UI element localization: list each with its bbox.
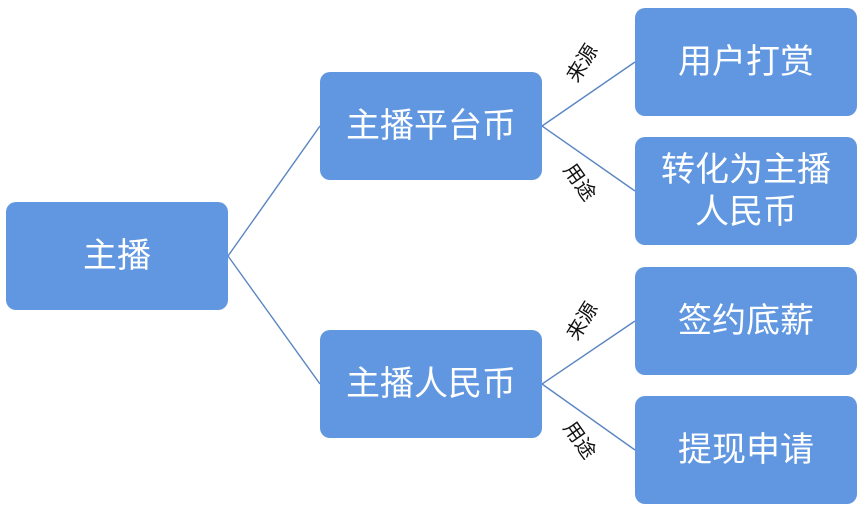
connector-platform-convert [541, 125, 636, 192]
connector-root-rmb [227, 255, 321, 385]
connector-rmb-withdraw [541, 383, 636, 451]
leaf-node-convert-to-rmb: 转化为主播人民币 [635, 137, 857, 245]
leaf-node-withdraw-request: 提现申请 [635, 396, 857, 504]
root-node-label: 主播 [83, 235, 151, 276]
connector-platform-tip [541, 61, 636, 127]
branch-node-label: 主播平台币 [346, 105, 516, 146]
connector-root-platform [227, 125, 321, 257]
leaf-node-user-tip: 用户打赏 [635, 8, 857, 116]
leaf-node-label: 用户打赏 [678, 41, 814, 82]
branch-node-platform-coin: 主播平台币 [320, 72, 542, 180]
leaf-node-label: 转化为主播人民币 [661, 149, 831, 233]
branch-node-label: 主播人民币 [346, 363, 516, 404]
connector-rmb-salary [541, 320, 636, 385]
branch-node-rmb: 主播人民币 [320, 330, 542, 438]
leaf-node-base-salary: 签约底薪 [635, 267, 857, 375]
leaf-node-label: 签约底薪 [678, 300, 814, 341]
leaf-node-label: 提现申请 [678, 429, 814, 470]
root-node: 主播 [6, 202, 228, 310]
